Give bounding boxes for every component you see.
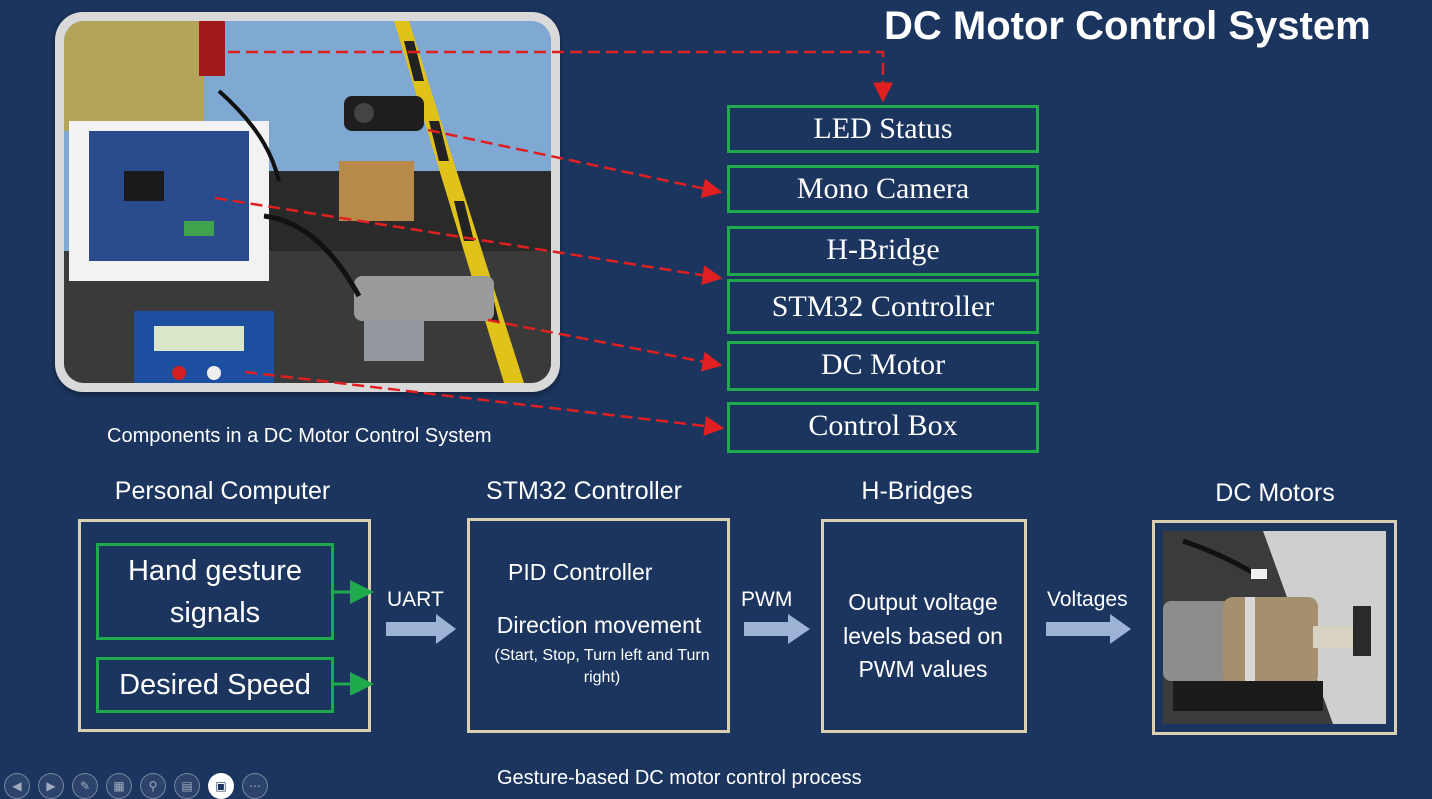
stage-title-stm32: STM32 Controller [486, 477, 682, 505]
camera-icon[interactable]: ▣ [208, 773, 234, 799]
arrow-pwm [744, 614, 810, 644]
stage-stm32 [467, 518, 730, 733]
pen-icon[interactable]: ✎ [72, 773, 98, 799]
label-dc-motor: DC Motor [727, 341, 1039, 391]
label-h-bridge: H-Bridge [727, 226, 1039, 276]
flow-arrows [386, 614, 1131, 644]
pointer-led-status [228, 50, 893, 103]
component-pointers [214, 50, 893, 436]
zoom-icon[interactable]: ⚲ [140, 773, 166, 799]
dc-motor-photo [1163, 531, 1386, 724]
stm32-direction-label: Direction movement [496, 612, 702, 638]
stm32-pid-label: PID Controller [508, 559, 653, 585]
input-desired-speed: Desired Speed [96, 657, 334, 713]
arrow-voltages [1046, 614, 1131, 644]
input-hand-gesture: Hand gesture signals [96, 543, 334, 640]
slide-title: DC Motor Control System [884, 4, 1371, 48]
more-icon[interactable]: ⋯ [242, 773, 268, 799]
pc-green-arrows [334, 580, 374, 695]
link-uart: UART [387, 588, 444, 611]
label-control-box: Control Box [727, 402, 1039, 453]
label-mono-camera: Mono Camera [727, 165, 1039, 213]
pointer-dc-motor [487, 318, 723, 372]
pointer-mono-camera [427, 128, 723, 199]
stage-title-pc: Personal Computer [114, 477, 331, 505]
hbridge-description: Output voltage levels based on PWM value… [843, 589, 1003, 682]
slides-grid-icon[interactable]: ▦ [106, 773, 132, 799]
stage-hbridge [821, 519, 1027, 733]
stage-pc [78, 519, 371, 732]
arrow-uart [386, 614, 456, 644]
prev-icon[interactable]: ◀ [4, 773, 30, 799]
pointer-control-box [244, 370, 725, 436]
subtitles-icon[interactable]: ▤ [174, 773, 200, 799]
stage-title-hbridge: H-Bridges [861, 477, 973, 505]
pointer-h-bridge [214, 196, 723, 286]
components-caption: Components in a DC Motor Control System [107, 425, 492, 447]
link-pwm: PWM [741, 588, 793, 611]
next-icon[interactable]: ▶ [38, 773, 64, 799]
label-stm32-controller: STM32 Controller [727, 279, 1039, 334]
presenter-toolbar: ◀ ▶ ✎ ▦ ⚲ ▤ ▣ ⋯ [4, 773, 268, 799]
link-voltages: Voltages [1047, 588, 1128, 611]
components-photo [55, 12, 560, 392]
label-led-status: LED Status [727, 105, 1039, 153]
stage-motors [1152, 520, 1397, 735]
stage-title-motors: DC Motors [1215, 479, 1335, 507]
stm32-direction-note: (Start, Stop, Turn left and Turn right) [494, 647, 710, 686]
process-caption: Gesture-based DC motor control process [497, 767, 862, 789]
